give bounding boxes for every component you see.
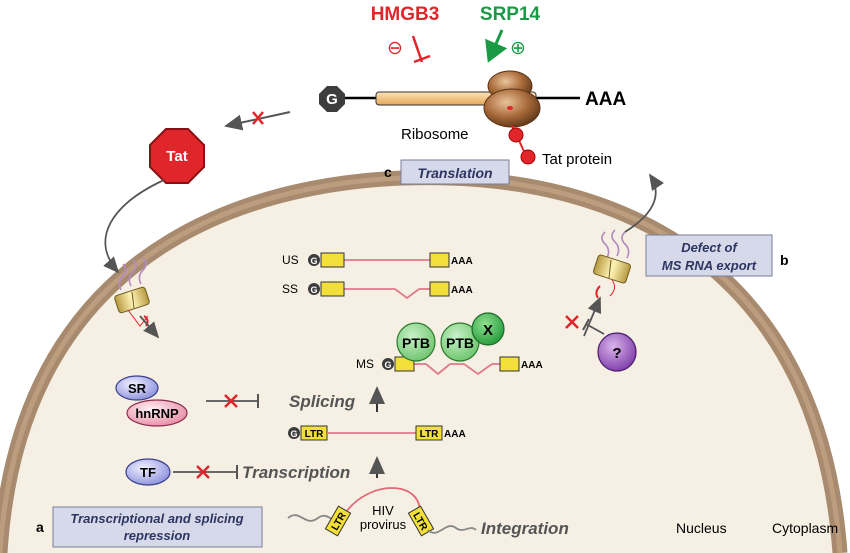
x-factor: X [471,312,505,346]
transcription-label: Transcription [242,463,350,482]
exon-box [499,356,520,372]
ptb-label: PTB [402,335,430,351]
srp14-label: SRP14 [480,4,541,25]
transcript-ss: SS G AAA [282,281,473,300]
provirus-label-line2: provirus [360,517,407,532]
integration-label: Integration [481,519,569,538]
ltr-box [415,425,443,441]
sr-label: SR [128,381,147,396]
repression-label-line1: Transcriptional and splicing [70,511,243,526]
activation-arrow-icon [485,29,508,63]
polya-label: AAA [585,89,626,110]
inhibition-arrow-icon [411,35,431,64]
block-x-icon [565,315,579,329]
block-x-icon [224,394,238,408]
transcript-us: US G AAA [282,252,473,268]
step-a-repression: a Transcriptional and splicing repressio… [36,506,263,548]
transcription-repression [173,465,238,479]
ptb-factor-2: PTB [440,322,480,362]
ptb-label: PTB [446,335,474,351]
cap-icon [308,254,320,266]
hiv-provirus: LTR LTR HIV provirus [287,487,477,537]
step-letter-a: a [36,519,44,535]
block-x-icon [196,465,210,479]
blocked-tat-arrow [224,111,291,131]
sr-factor: SR [115,375,159,401]
exon-box [320,281,345,297]
tat-octagon: Tat [149,128,205,184]
svg-text:LTR: LTR [420,429,439,440]
transcript-ms: MS G AAA [356,356,543,376]
splicing-label: Splicing [289,392,356,411]
translation-box [400,159,510,185]
repression-label-line2: repression [124,528,191,543]
ltr-box [407,505,435,537]
mrna-translation: G AAA Ribosome Tat protein [319,70,626,168]
splicing-repression [206,394,259,408]
x-label: X [483,322,493,339]
nucleus-label: Nucleus [676,520,727,536]
exon-box [429,281,450,297]
step-letter-b: b [780,252,789,268]
cap-label: G [326,91,338,108]
block-x-icon [252,111,264,125]
unknown-factor: ? [597,332,637,372]
cap-icon [319,86,345,112]
svg-text:G: G [310,285,317,295]
tat-protein-icon [520,149,536,165]
svg-text:G: G [290,429,297,439]
tat-import-arrow [103,179,165,274]
minus-icon: ⊖ [387,38,403,59]
regulator-srp14: SRP14 ⊕ [480,4,541,63]
tat-octagon-label: Tat [166,148,187,165]
exon-box [429,252,450,268]
svg-text:AAA: AAA [451,285,473,296]
transcript-genomic: G LTR LTR AAA [288,425,466,441]
ribosome-label: Ribosome [401,126,469,143]
svg-text:AAA: AAA [444,429,466,440]
hnrnp-label: hnRNP [135,406,179,421]
nuclear-pore-right [565,173,664,337]
provirus-label-line1: HIV [372,503,394,518]
svg-text:G: G [384,360,391,370]
repression-box [52,506,263,548]
svg-text:LTR: LTR [305,429,324,440]
cap-icon [308,283,320,295]
hmgb3-label: HMGB3 [371,4,440,25]
regulator-hmgb3: HMGB3 ⊖ [371,4,440,64]
ss-label: SS [282,282,298,296]
unknown-label: ? [612,345,621,362]
tf-label: TF [140,465,156,480]
tat-chain-icon [508,127,524,143]
cap-icon [288,427,300,439]
tat-protein-label: Tat protein [542,151,612,168]
tf-factor: TF [125,458,171,486]
ptb-factor-1: PTB [396,322,436,362]
step-b-export: Defect of MS RNA export b [645,234,789,277]
ms-label: MS [356,357,374,371]
export-box [645,234,773,277]
plus-icon: ⊕ [510,38,526,59]
svg-text:AAA: AAA [451,256,473,267]
export-label-line1: Defect of [681,240,738,255]
cytoplasm-label: Cytoplasm [772,520,838,536]
step-c-translation: c Translation [384,159,510,185]
cap-icon [382,358,394,370]
nuclear-pore-left [114,257,160,339]
us-label: US [282,253,299,267]
svg-text:G: G [310,256,317,266]
step-letter-c: c [384,164,392,180]
svg-text:AAA: AAA [521,360,543,371]
nucleus [0,170,848,553]
translation-label: Translation [417,165,492,181]
ltr-box [324,505,352,537]
export-label-line2: MS RNA export [662,258,757,273]
hnrnp-factor: hnRNP [126,399,188,427]
exon-box [320,252,345,268]
